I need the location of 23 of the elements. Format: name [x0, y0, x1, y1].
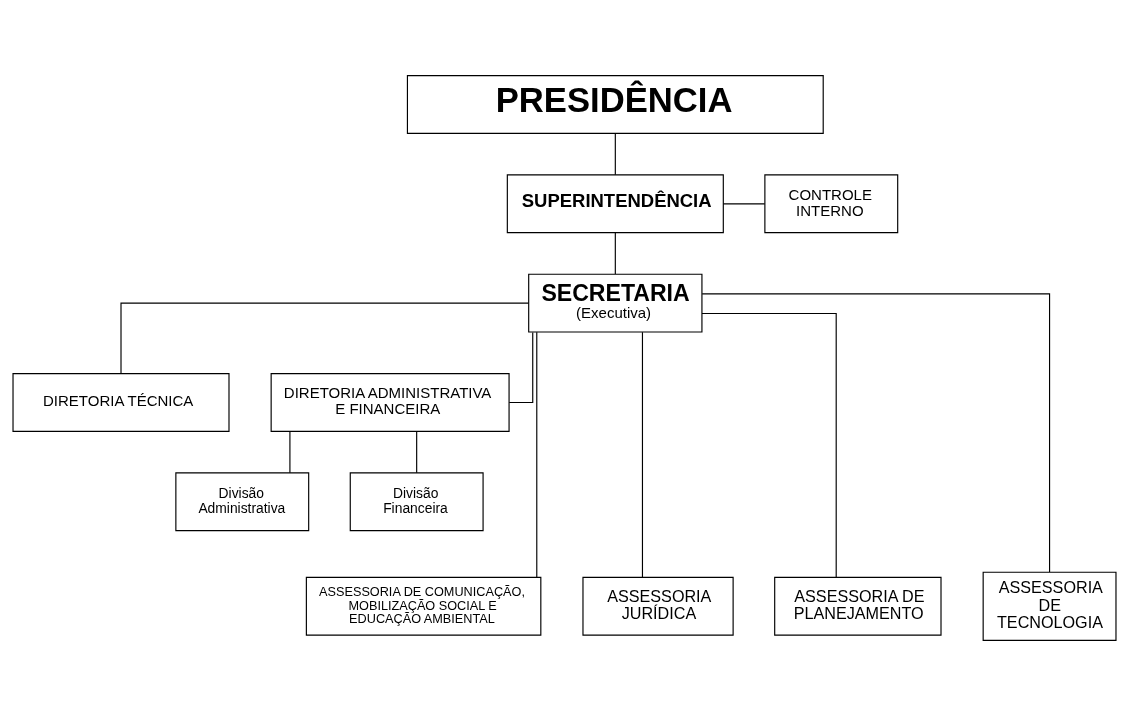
connector — [614, 132, 616, 175]
node-box: DIRETORIA TÉCNICA — [12, 372, 230, 432]
connector — [641, 331, 644, 578]
connector — [416, 430, 418, 473]
connector — [508, 331, 534, 403]
connector — [701, 312, 837, 578]
connector — [614, 232, 616, 275]
node-box: ASSESSORIA DE PLANEJAMENTO — [774, 576, 942, 636]
node-box: SUPERINTENDÊNCIA — [506, 173, 724, 233]
connector — [722, 202, 766, 204]
node-box: ASSESSORIA JURÍDICA — [582, 576, 734, 636]
connector — [289, 430, 291, 473]
connector — [536, 331, 538, 578]
node-box: CONTROLE INTERNO — [764, 173, 899, 233]
node-box: SECRETARIA (Executiva) — [528, 273, 703, 333]
node-box: DIRETORIA ADMINISTRATIVA E FINANCEIRA — [270, 372, 510, 432]
connector — [120, 302, 530, 374]
node-box: PRESIDÊNCIA — [406, 74, 824, 134]
node-box: ASSESSORIA DE COMUNICAÇÃO, MOBILIZAÇÃO SOCIAL E EDUCAÇÃO AMBIENTAL — [305, 576, 542, 636]
node-box: ASSESSORIA DE TECNOLOGIA — [982, 571, 1117, 641]
connector — [701, 292, 1051, 573]
node-box: Divisão Financeira — [349, 471, 484, 531]
node-box: Divisão Administrativa — [175, 471, 310, 531]
